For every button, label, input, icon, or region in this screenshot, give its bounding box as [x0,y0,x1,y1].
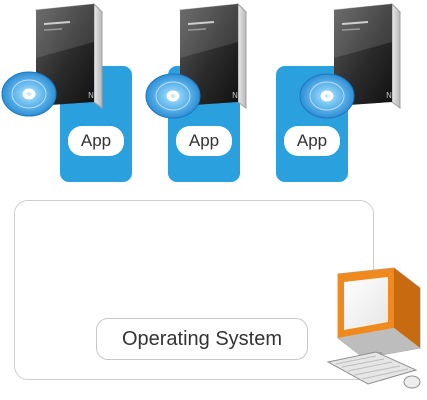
disc-icon [1,71,57,117]
app-label: App [176,126,232,156]
computer-icon [326,267,421,389]
software-box-icon: N [332,2,402,109]
os-label: Operating System [96,318,308,360]
software-box-icon: N [178,2,248,109]
app-label: App [68,126,124,156]
svg-text:N: N [232,91,238,100]
svg-text:N: N [386,91,392,100]
disc-icon [299,73,355,119]
app-label: App [284,126,340,156]
svg-text:N: N [88,91,94,100]
disc-icon [145,73,201,119]
